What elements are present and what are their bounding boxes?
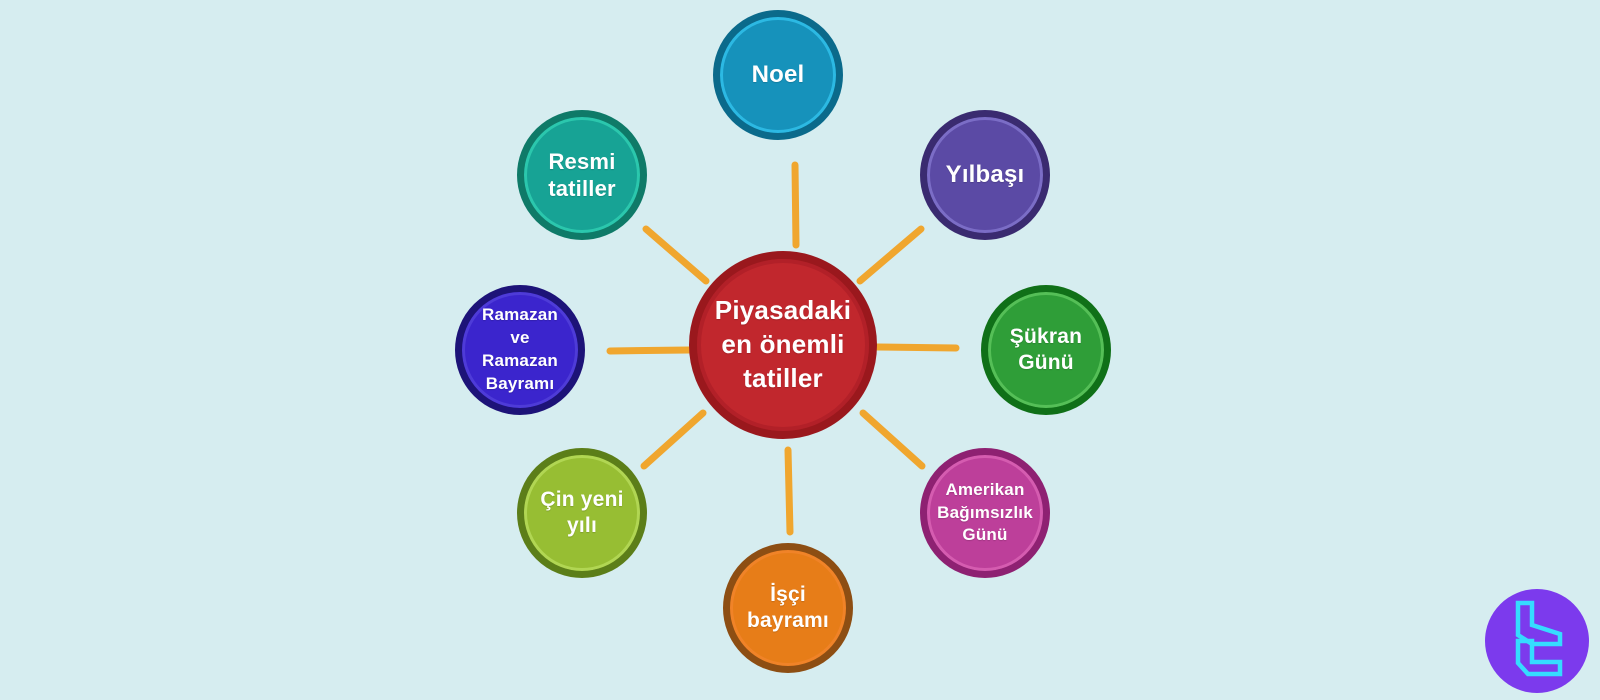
- node-label: Yılbaşı: [945, 161, 1025, 188]
- node-amerikan-bagimsizlik-gunu: Amerikan Bağımsızlık Günü: [920, 448, 1050, 578]
- center-node-label: Piyasadaki en önemli tatiller: [714, 295, 852, 393]
- node-label: Amerikan Bağımsızlık Günü: [937, 479, 1033, 545]
- node-yilbasi: Yılbaşı: [920, 110, 1050, 240]
- node-label: Şükran Günü: [1009, 324, 1083, 374]
- node-label: İşçi bayramı: [747, 582, 829, 632]
- spoke-sukran: [873, 343, 960, 352]
- spoke-ramazan: [606, 346, 693, 355]
- brand-logo: [1485, 589, 1589, 693]
- spoke-isci: [784, 446, 794, 536]
- node-noel: Noel: [713, 10, 843, 140]
- node-label: Resmi tatiller: [548, 148, 616, 202]
- node-label: Ramazan ve Ramazan Bayramı: [481, 305, 559, 393]
- node-label: Çin yeni yılı: [540, 487, 624, 537]
- spoke-yilbasi: [856, 225, 925, 285]
- node-cin-yeni-yili: Çin yeni yılı: [517, 448, 647, 578]
- spoke-noel: [791, 161, 800, 249]
- node-label: Noel: [751, 61, 805, 88]
- brand-logo-circle: [1485, 589, 1589, 693]
- node-resmi-tatiller: Resmi tatiller: [517, 110, 647, 240]
- node-ramazan-bayrami: Ramazan ve Ramazan Bayramı: [455, 285, 585, 415]
- spoke-amerikan: [859, 409, 926, 470]
- node-isci-bayrami: İşçi bayramı: [723, 543, 853, 673]
- brand-logo-glyph: [1515, 600, 1563, 677]
- spoke-resmi: [642, 225, 710, 285]
- node-sukran-gunu: Şükran Günü: [981, 285, 1111, 415]
- center-node-piyasadaki-tatiller: Piyasadaki en önemli tatiller: [689, 251, 877, 439]
- spoke-cin: [640, 409, 707, 470]
